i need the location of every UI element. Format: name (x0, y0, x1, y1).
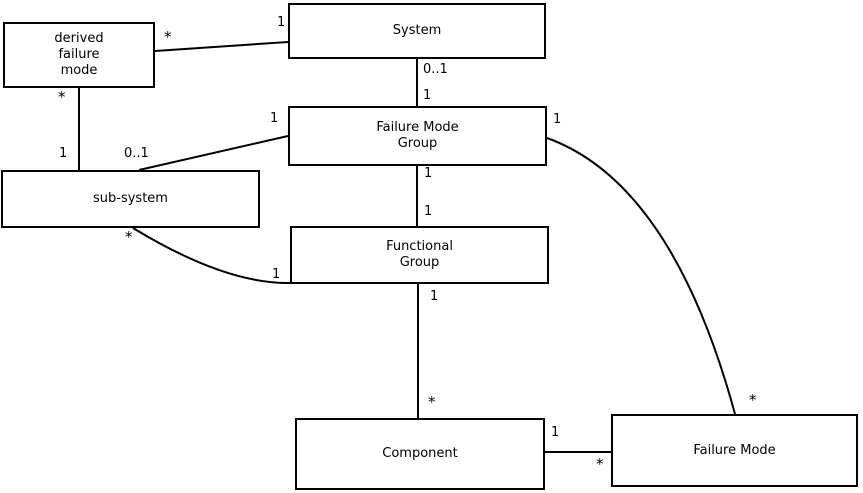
mult-fm-from-fmg-star: * (749, 391, 757, 409)
mult-component-to-fm-one: 1 (551, 425, 560, 440)
class-name-failure-mode-group: Failure Mode Group (376, 120, 459, 151)
mult-subsystem-from-dfm-one: 1 (59, 146, 68, 161)
mult-fmg-to-fg-one: 1 (424, 166, 433, 181)
mult-dfm-to-system-star: * (164, 28, 172, 46)
mult-subsystem-to-fg-star: * (125, 228, 133, 246)
mult-fg-to-component-one: 1 (430, 289, 439, 304)
class-name-functional-group: Functional Group (386, 239, 453, 270)
mult-system-to-fmg-zero-one: 0..1 (423, 62, 448, 77)
class-box-failure-mode-group[interactable]: Failure Mode Group (288, 106, 547, 166)
association-sub-system--functional-group (132, 227, 291, 285)
mult-fmg-from-subsystem-one: 1 (270, 111, 279, 126)
mult-subsystem-to-fmg-zero-one: 0..1 (124, 146, 149, 161)
association-derived-failure-mode--system (154, 41, 289, 52)
class-box-sub-system[interactable]: sub-system (1, 170, 260, 228)
class-box-component[interactable]: Component (295, 418, 545, 490)
mult-fg-from-fmg-one: 1 (424, 204, 433, 219)
class-box-functional-group[interactable]: Functional Group (290, 226, 549, 284)
class-box-derived-failure-mode[interactable]: derived failure mode (3, 22, 155, 88)
association-sub-system--failure-mode-group (138, 135, 289, 171)
mult-fm-from-component-star: * (596, 455, 604, 473)
class-name-component: Component (382, 446, 458, 461)
mult-fmg-to-fm-one: 1 (553, 112, 562, 127)
class-box-failure-mode[interactable]: Failure Mode (611, 414, 858, 487)
mult-dfm-to-subsystem-star: * (58, 88, 66, 106)
mult-component-from-fg-star: * (428, 393, 436, 411)
mult-fg-from-subsystem-one: 1 (272, 267, 281, 282)
class-name-sub-system: sub-system (93, 191, 168, 206)
class-name-system: System (392, 23, 442, 38)
class-box-system[interactable]: System (288, 3, 546, 59)
association-failure-mode-group--failure-mode (546, 137, 736, 415)
mult-system-from-dfm-one: 1 (277, 15, 286, 30)
class-name-failure-mode: Failure Mode (693, 442, 776, 458)
mult-fmg-from-system-one: 1 (423, 88, 432, 103)
class-name-derived-failure-mode: derived failure mode (54, 31, 104, 78)
